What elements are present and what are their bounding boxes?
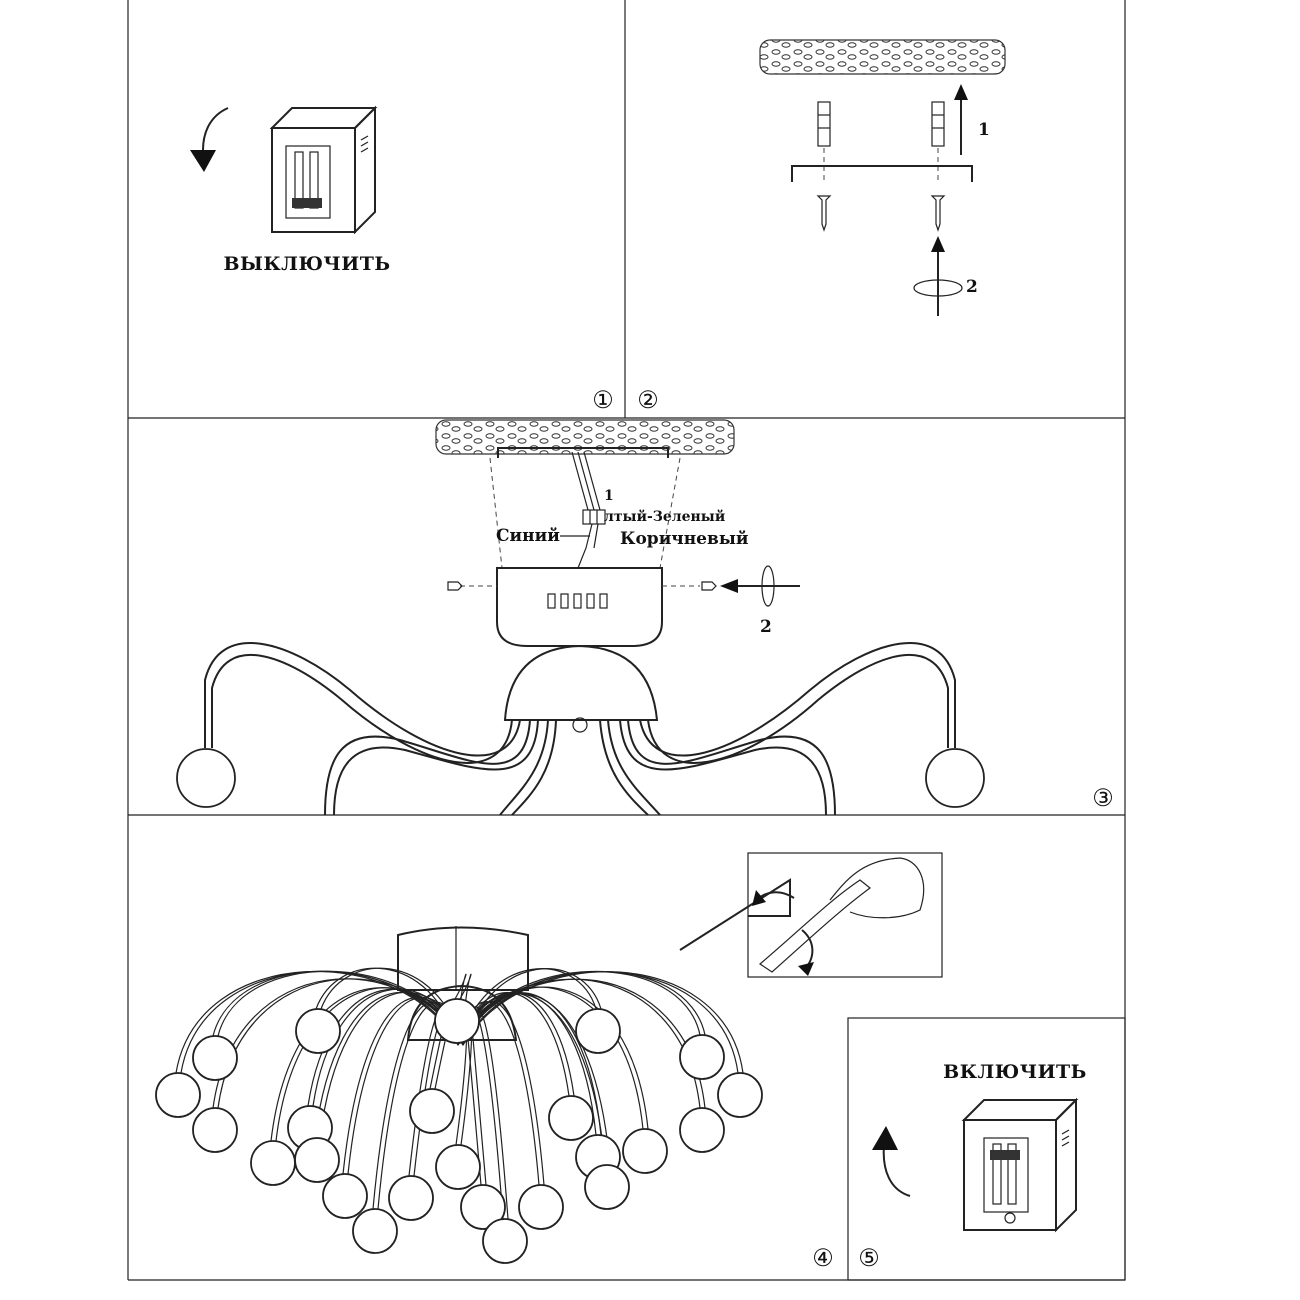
arrow-2-label: 2 bbox=[966, 277, 978, 297]
mounting-bracket-icon bbox=[497, 447, 669, 458]
globe-icon bbox=[192, 1035, 238, 1081]
curved-arrow-up-icon bbox=[872, 1126, 911, 1197]
wire-brown-label: Коричневый bbox=[620, 529, 749, 549]
globe-icon bbox=[294, 1137, 340, 1183]
globe-icon bbox=[584, 1164, 630, 1210]
ceiling-section-icon bbox=[759, 39, 1006, 75]
arm-line bbox=[462, 986, 649, 1130]
side-screw-icon bbox=[447, 581, 717, 591]
chandelier-body-icon bbox=[204, 642, 956, 816]
globe-icon bbox=[717, 1072, 763, 1118]
breaker-box-icon bbox=[961, 1097, 1079, 1233]
globe-icon bbox=[250, 1140, 296, 1186]
screw-2-label: 2 bbox=[760, 617, 772, 637]
globe-icon bbox=[925, 748, 985, 808]
step-marker-4: ④ bbox=[812, 1244, 834, 1272]
panel-borders bbox=[127, 0, 1126, 1281]
panel-wiring: ① ② 1 лтый-Зеленый Синий Коричневый bbox=[176, 386, 1114, 816]
globe-icon bbox=[352, 1208, 398, 1254]
globe-icon bbox=[679, 1034, 725, 1080]
wall-plug-icon bbox=[817, 101, 945, 147]
terminal-block-icon bbox=[582, 509, 606, 525]
globe-icon bbox=[518, 1184, 564, 1230]
globe-icon bbox=[679, 1107, 725, 1153]
globe-icon bbox=[548, 1095, 594, 1141]
adjust-arm-inset bbox=[679, 852, 943, 978]
wire-green-label: лтый-Зеленый bbox=[604, 508, 725, 525]
switch-off-label: ВЫКЛЮЧИТЬ bbox=[223, 253, 390, 275]
globe-icon bbox=[155, 1072, 201, 1118]
globe-icon bbox=[192, 1107, 238, 1153]
arrow-1-label: 1 bbox=[978, 120, 990, 140]
arrow-up-icon bbox=[954, 84, 968, 155]
panel-switch-off: ВЫКЛЮЧИТЬ bbox=[190, 105, 390, 275]
globe-icon bbox=[295, 1008, 341, 1054]
globe-icon bbox=[176, 748, 236, 808]
globe-icon bbox=[435, 1144, 481, 1190]
arm-line bbox=[462, 971, 744, 1074]
wire-blue-label: Синий bbox=[496, 526, 560, 546]
canopy-icon bbox=[496, 567, 663, 647]
globe-icon bbox=[388, 1175, 434, 1221]
chandelier-globes bbox=[155, 998, 763, 1264]
globe-icon bbox=[409, 1088, 455, 1134]
panel-bracket-mounting: 1 2 bbox=[759, 39, 1006, 316]
globe-icon bbox=[575, 1008, 621, 1054]
globe-icon bbox=[322, 1173, 368, 1219]
step-marker-3: ③ bbox=[1092, 784, 1114, 812]
step-marker-2: ② bbox=[637, 386, 659, 414]
globe-icon bbox=[482, 1218, 528, 1264]
mounting-bracket-icon bbox=[791, 165, 973, 182]
step-marker-1: ① bbox=[592, 386, 614, 414]
globe-icon bbox=[622, 1128, 668, 1174]
wire-number-label: 1 bbox=[604, 488, 614, 504]
screw-icon bbox=[816, 195, 946, 232]
panel-assembled: ④ ⑤ ВКЛЮЧИТЬ bbox=[155, 852, 1087, 1272]
step-marker-5: ⑤ bbox=[858, 1244, 880, 1272]
globe-icon bbox=[460, 1184, 506, 1230]
globe-icon bbox=[434, 998, 480, 1044]
curved-arrow-down-icon bbox=[190, 107, 229, 172]
breaker-box-icon bbox=[269, 105, 378, 235]
wires-icon bbox=[571, 451, 606, 569]
arrow-left-icon bbox=[720, 565, 800, 607]
switch-on-label: ВКЛЮЧИТЬ bbox=[943, 1061, 1087, 1083]
rotate-arrow-icon bbox=[913, 236, 963, 316]
